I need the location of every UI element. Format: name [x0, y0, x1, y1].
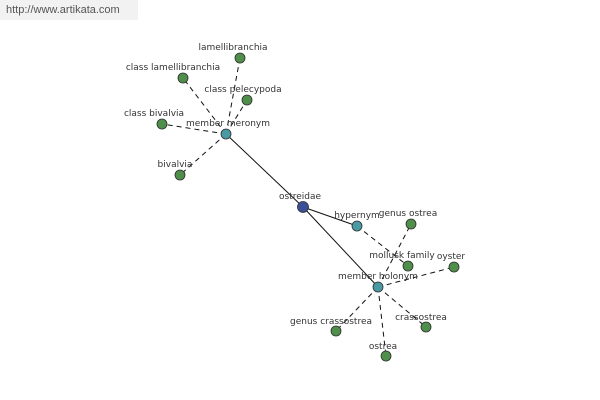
edge-member-holonym-genus-ostrea — [377, 223, 412, 288]
node-circle-ostrea[interactable] — [380, 350, 392, 362]
edge-member-meronym-class-pelecypoda — [225, 99, 248, 135]
node-circle-member-holonym[interactable] — [372, 281, 384, 293]
edge-ostreidae-member-meronym — [225, 133, 304, 208]
node-lamellibranchia[interactable]: lamellibranchia — [198, 43, 268, 64]
node-genus-ostrea[interactable]: genus ostrea — [379, 209, 438, 230]
edge-ostreidae-member-holonym — [302, 206, 379, 288]
edge-member-holonym-genus-crassostrea — [335, 286, 379, 332]
node-class-pelecypoda[interactable]: class pelecypoda — [204, 85, 282, 106]
node-class-lamellibranchia[interactable]: class lamellibranchia — [126, 63, 220, 84]
node-circle-hypernym[interactable] — [351, 220, 363, 232]
nodes-layer: ostreidae member meronym hypernym member ho… — [124, 43, 466, 362]
node-label-genus-ostrea[interactable]: genus ostrea — [379, 209, 438, 219]
node-label-class-lamellibranchia[interactable]: class lamellibranchia — [126, 63, 220, 73]
node-circle-lamellibranchia[interactable] — [234, 52, 246, 64]
node-crassostrea[interactable]: crassostrea — [395, 313, 447, 333]
node-member-holonym[interactable]: member holonym — [338, 272, 418, 293]
edge-member-meronym-class-lamellibranchia — [182, 77, 227, 135]
node-label-class-pelecypoda[interactable]: class pelecypoda — [204, 85, 281, 95]
edges-layer — [161, 57, 455, 357]
node-circle-crassostrea[interactable] — [420, 321, 432, 333]
edge-member-meronym-bivalvia — [179, 133, 227, 176]
node-ostreidae[interactable]: ostreidae — [279, 192, 321, 213]
edge-member-holonym-ostrea — [377, 286, 387, 357]
node-circle-genus-ostrea[interactable] — [405, 218, 417, 230]
node-class-bivalvia[interactable]: class bivalvia — [124, 109, 184, 130]
node-label-genus-crassostrea[interactable]: genus crassostrea — [290, 317, 372, 327]
node-genus-crassostrea[interactable]: genus crassostrea — [290, 317, 372, 337]
site-url-banner[interactable]: http://www.artikata.com — [0, 0, 138, 20]
node-hypernym[interactable]: hypernym — [334, 211, 380, 232]
node-label-member-meronym[interactable]: member meronym — [186, 119, 270, 129]
node-circle-bivalvia[interactable] — [174, 169, 186, 181]
node-circle-mollusk-family[interactable] — [402, 260, 414, 272]
edge-member-holonym-crassostrea — [377, 286, 427, 328]
edge-hypernym-mollusk-family — [356, 225, 409, 267]
node-circle-member-meronym[interactable] — [220, 128, 232, 140]
node-member-meronym[interactable]: member meronym — [186, 119, 270, 140]
node-label-bivalvia[interactable]: bivalvia — [158, 160, 193, 170]
node-label-ostrea[interactable]: ostrea — [369, 342, 397, 352]
node-label-class-bivalvia[interactable]: class bivalvia — [124, 109, 184, 119]
edge-member-meronym-lamellibranchia — [225, 57, 241, 135]
node-oyster[interactable]: oyster — [437, 252, 466, 273]
node-circle-oyster[interactable] — [448, 261, 460, 273]
node-bivalvia[interactable]: bivalvia — [158, 160, 193, 181]
edge-ostreidae-hypernym — [302, 206, 358, 227]
node-circle-class-lamellibranchia[interactable] — [177, 72, 189, 84]
node-label-crassostrea[interactable]: crassostrea — [395, 313, 447, 323]
node-circle-class-bivalvia[interactable] — [156, 118, 168, 130]
node-ostrea[interactable]: ostrea — [369, 342, 397, 362]
edge-member-holonym-oyster — [377, 266, 455, 288]
node-circle-genus-crassostrea[interactable] — [330, 325, 342, 337]
node-label-ostreidae[interactable]: ostreidae — [279, 192, 321, 202]
node-mollusk-family[interactable]: mollusk family — [369, 251, 435, 272]
node-label-member-holonym[interactable]: member holonym — [338, 272, 418, 282]
node-circle-class-pelecypoda[interactable] — [241, 94, 253, 106]
node-circle-ostreidae[interactable] — [297, 201, 309, 213]
node-label-mollusk-family[interactable]: mollusk family — [369, 251, 435, 261]
edge-member-meronym-class-bivalvia — [161, 123, 227, 135]
node-label-lamellibranchia[interactable]: lamellibranchia — [198, 43, 267, 53]
node-label-hypernym[interactable]: hypernym — [334, 211, 380, 221]
node-label-oyster[interactable]: oyster — [437, 252, 466, 262]
